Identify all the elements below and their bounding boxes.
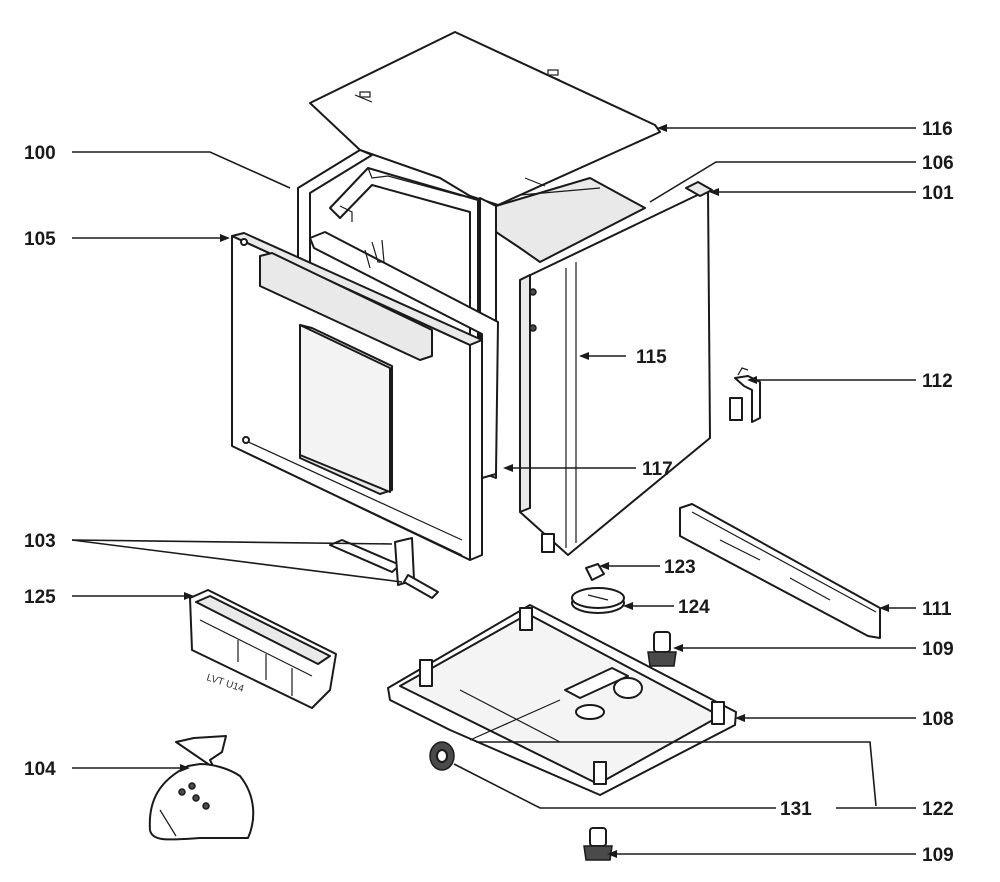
callout-111: 111 bbox=[922, 599, 952, 620]
right-side-panel bbox=[519, 181, 713, 556]
callout-103: 103 bbox=[24, 531, 56, 552]
callout-123: 123 bbox=[664, 557, 696, 578]
adjustable-foot-upper bbox=[647, 631, 677, 667]
callout-100: 100 bbox=[24, 143, 56, 164]
callout-112: 112 bbox=[922, 371, 953, 392]
callout-105: 105 bbox=[24, 229, 56, 250]
salt-bag bbox=[148, 735, 255, 841]
callout-131: 131 bbox=[780, 799, 812, 820]
callout-125: 125 bbox=[24, 587, 56, 608]
part-marking-text: LVT U14 bbox=[205, 672, 245, 695]
callout-109-lower: 109 bbox=[922, 845, 954, 866]
door-hinge-assembly bbox=[329, 537, 439, 599]
small-connector bbox=[585, 563, 605, 581]
door-latch-part bbox=[729, 367, 761, 423]
callout-124: 124 bbox=[678, 597, 710, 618]
callout-109-upper: 109 bbox=[922, 639, 954, 660]
callout-labels: 100 105 103 125 104 116 106 101 115 112 … bbox=[24, 119, 954, 866]
callout-115: 115 bbox=[636, 347, 667, 368]
front-wheel bbox=[429, 741, 455, 771]
side-rail bbox=[679, 503, 881, 639]
callout-117: 117 bbox=[642, 459, 673, 480]
control-box: LVT U14 bbox=[189, 589, 337, 709]
callout-106: 106 bbox=[922, 153, 954, 174]
callout-108: 108 bbox=[922, 709, 954, 730]
front-door-panel bbox=[231, 232, 483, 561]
callout-122: 122 bbox=[922, 799, 954, 820]
leader-lines bbox=[71, 124, 916, 858]
adjustable-foot-lower bbox=[583, 827, 613, 861]
callout-104: 104 bbox=[24, 759, 56, 780]
callout-101: 101 bbox=[922, 183, 954, 204]
callout-116: 116 bbox=[922, 119, 953, 140]
inner-tub-panel bbox=[309, 231, 499, 479]
round-cap bbox=[571, 587, 625, 614]
